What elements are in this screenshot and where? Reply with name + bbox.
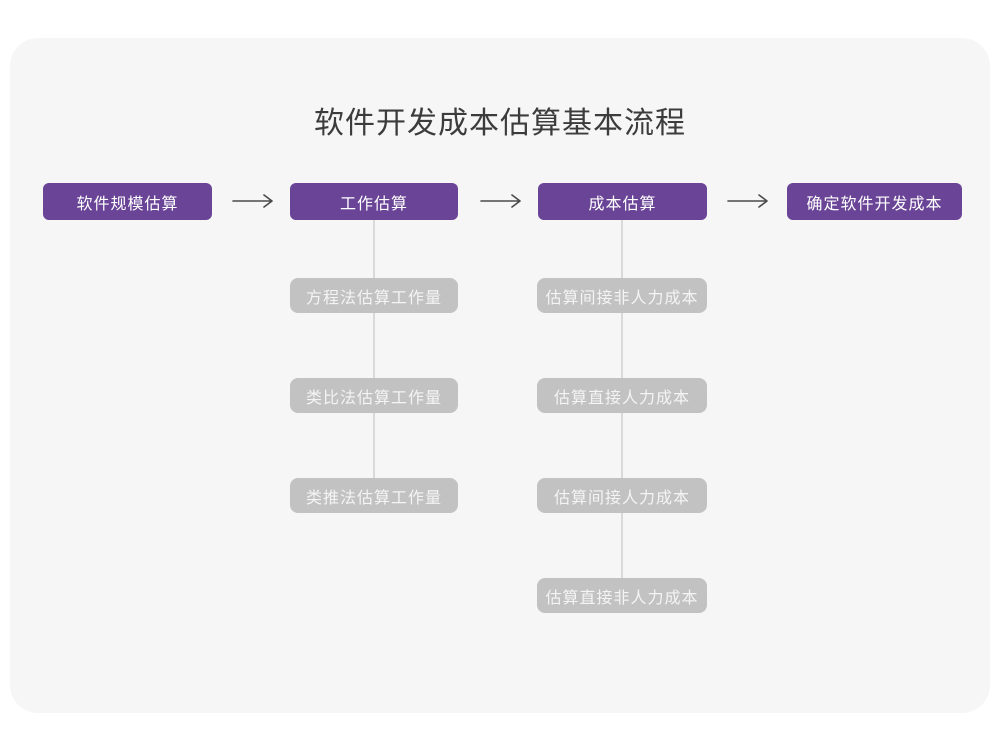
sub-node-indirect-labor-cost: 估算间接人力成本 [537,478,707,513]
arrow-right-icon [479,193,523,214]
sub-node-analogy-method: 类比法估算工作量 [290,378,458,413]
diagram-card: 软件开发成本估算基本流程 软件规模估算 工作估算 成本估算 确定软件开发成本 方… [10,38,990,713]
sub-node-indirect-nonlabor-cost: 估算间接非人力成本 [537,278,707,313]
sub-node-equation-method: 方程法估算工作量 [290,278,458,313]
sub-node-direct-labor-cost: 估算直接人力成本 [537,378,707,413]
stage-node-work-estimation: 工作估算 [290,183,458,220]
arrow-right-icon [231,193,275,214]
diagram-title: 软件开发成本估算基本流程 [314,107,686,140]
connector-line-work-estimation [373,220,375,486]
sub-node-extrapolation-method: 类推法估算工作量 [290,478,458,513]
sub-node-direct-nonlabor-cost: 估算直接非人力成本 [537,578,707,613]
stage-node-cost-estimation: 成本估算 [538,183,707,220]
stage-node-determine-dev-cost: 确定软件开发成本 [787,183,962,220]
arrow-right-icon [726,193,770,214]
stage-node-software-size-estimation: 软件规模估算 [43,183,212,220]
